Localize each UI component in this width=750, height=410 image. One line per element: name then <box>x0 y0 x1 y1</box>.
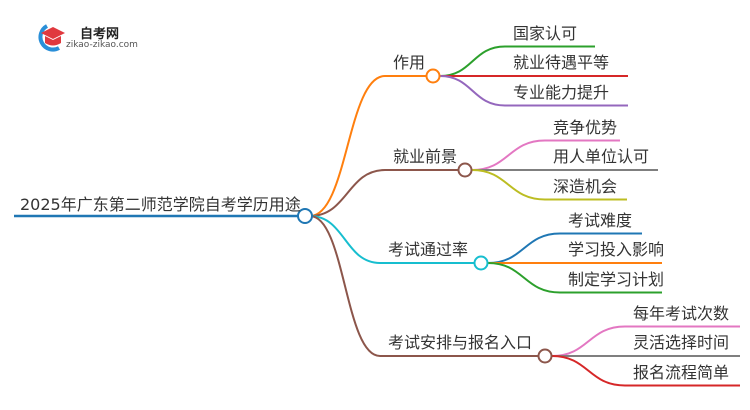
logo <box>33 22 73 56</box>
root-node-circle <box>297 208 313 224</box>
leaf-connector <box>471 169 546 201</box>
leaf-node[interactable]: 每年考试次数 <box>633 303 730 323</box>
branch-node[interactable]: 考试通过率 <box>388 240 469 259</box>
leaf-node[interactable]: 学习投入影响 <box>568 240 665 259</box>
branch-node[interactable]: 就业前景 <box>393 147 458 166</box>
leaf-node[interactable]: 用人单位认可 <box>553 147 650 166</box>
leaf-node[interactable]: 国家认可 <box>513 23 578 43</box>
leaf-node[interactable]: 制定学习计划 <box>568 269 665 289</box>
leaf-node[interactable]: 灵活选择时间 <box>633 333 730 352</box>
leaf-node[interactable]: 深造机会 <box>553 176 618 196</box>
leaf-connector <box>487 262 561 294</box>
logo-name: 自考网 <box>80 27 120 42</box>
leaf-connector <box>487 232 561 264</box>
leaf-connector <box>471 139 546 171</box>
leaf-connector <box>551 355 626 387</box>
branch-node-circle <box>473 255 489 271</box>
branch-connector <box>309 169 386 217</box>
branch-connector <box>309 215 381 357</box>
leaf-connector <box>551 325 626 357</box>
graduation-cap-icon <box>38 24 65 52</box>
branch-node-circle <box>537 348 553 364</box>
leaf-connector <box>439 75 506 107</box>
leaf-node[interactable]: 报名流程简单 <box>633 362 730 382</box>
leaf-node[interactable]: 考试难度 <box>568 210 633 230</box>
branch-connector <box>309 215 381 264</box>
leaf-node[interactable]: 竞争优势 <box>553 117 618 137</box>
leaf-node[interactable]: 专业能力提升 <box>513 82 610 102</box>
branch-connector <box>309 75 386 217</box>
root-node[interactable]: 2025年广东第二师范学院自考学历用途 <box>20 195 301 214</box>
leaf-connector <box>439 45 506 77</box>
branch-node-circle <box>457 162 473 178</box>
branch-node[interactable]: 作用 <box>393 53 426 72</box>
leaf-node[interactable]: 就业待遇平等 <box>513 53 610 72</box>
branch-node-circle <box>425 68 441 84</box>
logo-url: zikao-zikao.com <box>66 40 138 50</box>
branch-node[interactable]: 考试安排与报名入口 <box>388 333 533 352</box>
